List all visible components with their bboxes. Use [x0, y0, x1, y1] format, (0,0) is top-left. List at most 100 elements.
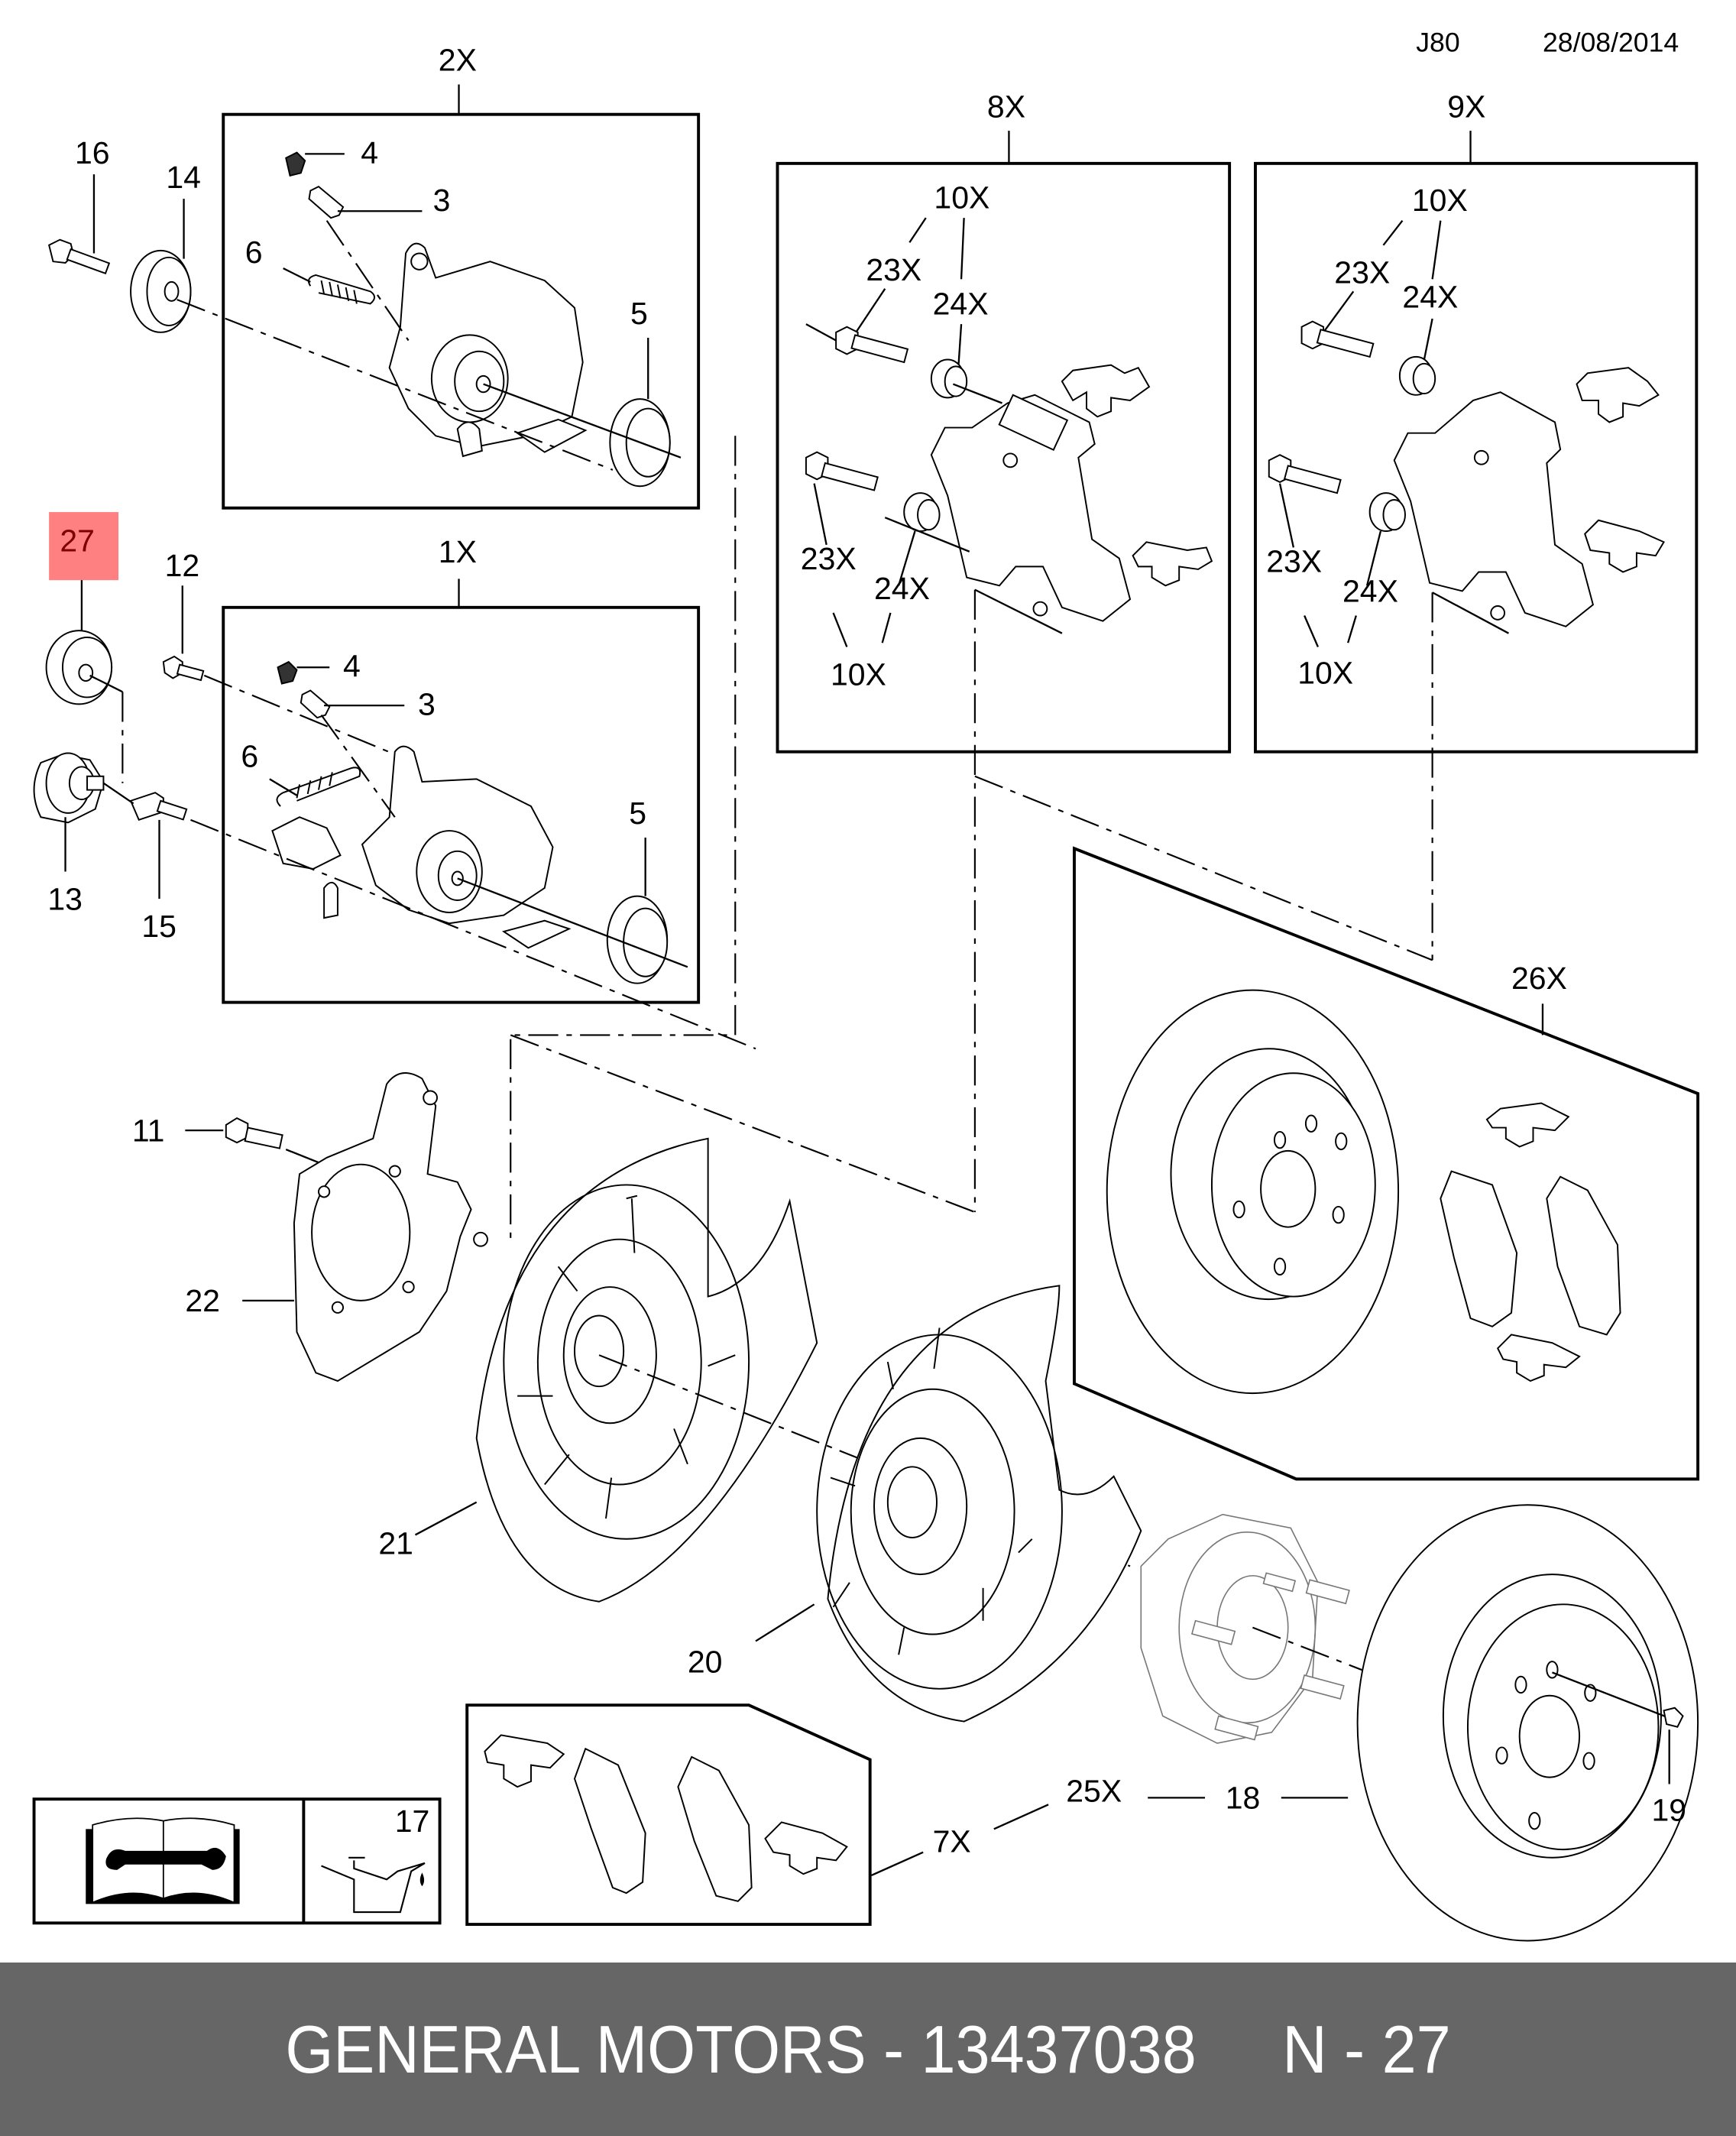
callout-3-lower: 3 [418, 687, 436, 722]
pad-clip-7x-a[interactable] [484, 1734, 565, 1788]
guide-pin-23x-d[interactable] [1268, 454, 1342, 494]
actuator-13[interactable] [33, 752, 105, 824]
callout-14: 14 [166, 160, 201, 195]
pad-clip-9x-b[interactable] [1584, 519, 1665, 573]
bleeder-screw-3-lower[interactable] [300, 689, 331, 719]
caliper-lower-group: 1X 12 4 3 6 [162, 534, 756, 1050]
brake-pad-7x-b[interactable] [677, 1755, 753, 1902]
parts-diagram: J80 28/08/2014 2X 16 14 4 3 [32, 28, 1700, 1942]
group-label-25x: 25X [1066, 1774, 1122, 1809]
spring-6-lower[interactable] [276, 767, 361, 807]
callout-5: 5 [630, 296, 648, 331]
caliper-upper-box [222, 112, 701, 510]
brake-pad-26x-a[interactable] [1440, 1170, 1518, 1327]
pad-clip-9x-a[interactable] [1576, 367, 1660, 423]
piston-seal-5-lower[interactable] [606, 895, 669, 984]
callout-27: 27 [60, 523, 95, 559]
callout-12: 12 [165, 548, 200, 583]
brake-disc-26x[interactable] [1106, 989, 1400, 1395]
caliper-upper-group: 2X 16 14 4 3 [48, 43, 701, 510]
callout-5-lower: 5 [629, 796, 646, 831]
callout-13: 13 [47, 881, 83, 916]
callout-24x-d: 24X [1342, 574, 1398, 609]
bolt-11[interactable] [225, 1117, 283, 1149]
group-label-8x: 8X [987, 89, 1025, 124]
oil-can-icon [321, 1856, 426, 1914]
pad-set-group [465, 1703, 872, 1927]
caliper-bracket-8x[interactable] [930, 394, 1132, 622]
guide-pin-23x-c[interactable] [1300, 320, 1375, 358]
bracket-left-group: 8X 10X 23X 24X [776, 89, 1232, 1213]
bleeder-screw-3[interactable] [308, 185, 345, 219]
bleeder-cap-4[interactable] [285, 151, 306, 177]
pad-clip-7x-b[interactable] [764, 1821, 848, 1875]
callout-24x-c: 24X [1402, 280, 1458, 315]
dust-shield-21[interactable] [475, 1137, 818, 1603]
group-label-26x: 26X [1511, 961, 1567, 996]
group-label-2x: 2X [439, 43, 477, 78]
boot-24x-b[interactable] [903, 492, 941, 532]
caliper-body-lower[interactable] [271, 745, 572, 949]
brake-rotor-18[interactable] [1356, 1504, 1699, 1942]
part-27-highlight[interactable]: 27 [49, 512, 119, 581]
callout-22: 22 [185, 1283, 220, 1318]
callout-23x-b: 23X [801, 541, 857, 576]
bleeder-cap-4-lower[interactable] [277, 660, 298, 685]
bracket-right-group: 9X 10X 23X 24X [1254, 89, 1699, 961]
callout-10x-a: 10X [934, 180, 989, 216]
bolt-12[interactable] [162, 655, 205, 682]
callout-17: 17 [395, 1804, 430, 1839]
footer-bar: GENERAL MOTORS - 13437038 N - 27 [0, 1963, 1736, 2136]
caliper-body-upper[interactable] [388, 242, 588, 458]
cover-cap-27[interactable] [45, 630, 113, 705]
callout-6-lower: 6 [241, 738, 258, 773]
callout-6: 6 [245, 235, 263, 270]
wheel-hub-bearing[interactable] [1140, 1513, 1350, 1744]
brake-pad-26x-b[interactable] [1546, 1175, 1621, 1336]
anchor-plate-22[interactable] [293, 1072, 488, 1382]
caliper-bracket-9x[interactable] [1393, 391, 1595, 627]
boot-24x-a[interactable] [930, 358, 968, 399]
pad-set-box [465, 1703, 872, 1927]
callout-11: 11 [132, 1113, 165, 1148]
disc-pad-kit-group: 26X [1073, 846, 1700, 1481]
callout-10x-d: 10X [1297, 656, 1353, 691]
boot-24x-c[interactable] [1398, 355, 1436, 396]
bushing-14[interactable] [130, 249, 192, 333]
caliper-lower-box [222, 605, 701, 1004]
callout-4: 4 [361, 135, 378, 170]
guide-pin-23x-a[interactable] [835, 326, 909, 364]
brake-pad-7x-a[interactable] [573, 1747, 646, 1895]
highlight-box [49, 512, 119, 581]
pad-clip-26x-b[interactable] [1496, 1334, 1581, 1382]
callout-23x-c: 23X [1334, 255, 1390, 290]
service-info-box: 17 [32, 1797, 442, 1925]
callout-20: 20 [688, 1644, 723, 1679]
callout-4-lower: 4 [343, 649, 361, 684]
pad-clip-8x-a[interactable] [1061, 364, 1151, 418]
service-manual-icon [86, 1817, 240, 1904]
pad-clip-8x-b[interactable] [1132, 541, 1213, 587]
diagram-date: 28/08/2014 [1543, 28, 1679, 58]
guide-bolt-16[interactable] [48, 238, 111, 275]
callout-15: 15 [141, 909, 177, 944]
footer-part-title: GENERAL MOTORS - 13437038 N - 27 [285, 2011, 1451, 2087]
callout-19: 19 [1652, 1793, 1687, 1828]
pad-clip-26x-a[interactable] [1485, 1102, 1570, 1148]
callout-24x-a: 24X [933, 287, 989, 322]
bracket-right-box [1254, 161, 1699, 754]
disc-pad-kit-box [1073, 846, 1700, 1481]
dust-shield-20[interactable] [816, 1285, 1142, 1723]
group-label-7x: 7X [933, 1824, 971, 1859]
bolt-15[interactable] [129, 792, 188, 822]
callout-10x-b: 10X [831, 656, 886, 692]
callout-3: 3 [433, 183, 451, 218]
callout-18: 18 [1226, 1781, 1261, 1816]
group-label-1x: 1X [439, 534, 477, 569]
guide-pin-23x-b[interactable] [805, 451, 879, 491]
callout-16: 16 [75, 135, 110, 170]
boot-24x-d[interactable] [1368, 492, 1406, 532]
group-label-9x: 9X [1447, 89, 1485, 124]
spring-6[interactable] [307, 274, 376, 305]
screw-19[interactable] [1663, 1707, 1684, 1728]
